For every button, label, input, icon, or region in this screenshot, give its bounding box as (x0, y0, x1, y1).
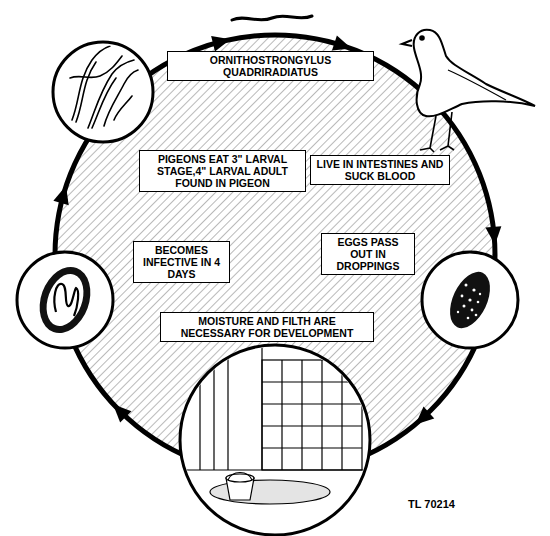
stage-text: EGGS PASS OUT IN DROPPINGS (327, 236, 409, 272)
stage-text: LIVE IN INTESTINES AND SUCK BLOOD (316, 158, 444, 182)
caption-box: EGGS PASS OUT IN DROPPINGS (321, 233, 415, 275)
stage-text: ORNITHOSTRONGYLUS QUADRIRADIATUS (173, 54, 368, 78)
caption-box: BECOMES INFECTIVE IN 4 DAYS (133, 241, 230, 283)
egg-circle (422, 252, 518, 348)
larvated-egg-circle (17, 252, 113, 348)
caption-box: LIVE IN INTESTINES AND SUCK BLOOD (310, 155, 450, 185)
stage-text: MOISTURE AND FILTH ARE NECESSARY FOR DEV… (166, 315, 368, 339)
adult-worms-circle (53, 42, 153, 142)
pigeon-loft-circle (180, 345, 370, 535)
caption-box: MOISTURE AND FILTH ARE NECESSARY FOR DEV… (160, 312, 374, 342)
caption-box: ORNITHOSTRONGYLUS QUADRIRADIATUS (167, 51, 374, 81)
caption-box: PIGEONS EAT 3" LARVAL STAGE,4" LARVAL AD… (139, 150, 306, 192)
stage-text: PIGEONS EAT 3" LARVAL STAGE,4" LARVAL AD… (145, 153, 300, 189)
figure-number: TL 70214 (408, 498, 455, 510)
pigeon (402, 30, 535, 152)
stage-text: BECOMES INFECTIVE IN 4 DAYS (139, 244, 224, 280)
adult-worm (232, 16, 312, 20)
